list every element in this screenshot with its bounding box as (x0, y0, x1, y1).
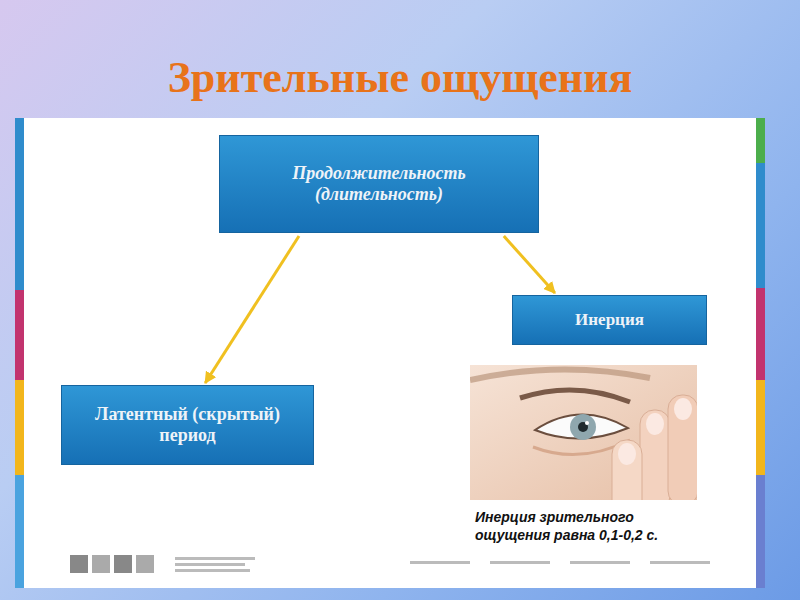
duration-box: Продолжительность (длительность) (219, 135, 539, 233)
slide-title: Зрительные ощущения (0, 52, 800, 103)
side-stripes (15, 118, 765, 588)
footer-logo (70, 555, 710, 573)
eye-photo (470, 365, 697, 500)
box-label: Латентный (скрытый) период (80, 404, 295, 446)
arrow-connector (205, 236, 299, 383)
arrow-connector (504, 236, 555, 293)
box-label: Инерция (575, 310, 644, 330)
box-label: Продолжительность (длительность) (238, 163, 520, 205)
latent-period-box: Латентный (скрытый) период (61, 385, 314, 465)
photo-caption: Инерция зрительного ощущения равна 0,1-0… (475, 508, 690, 544)
inertia-box: Инерция (512, 295, 707, 345)
